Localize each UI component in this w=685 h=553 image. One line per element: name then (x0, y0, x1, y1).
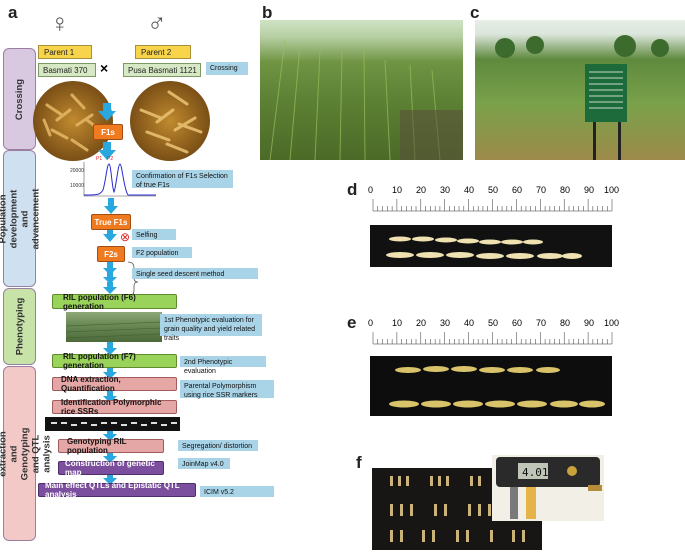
ruler-e-tick: 100 (604, 318, 620, 328)
ruler-d-tick: 30 (440, 185, 451, 195)
ruler-e-tick: 90 (584, 318, 595, 328)
dna-extraction-box: DNA extraction, Quantification (52, 375, 177, 393)
ruler-e-tick: 60 (512, 318, 523, 328)
note-confirm: Confirmation of F1s Selection of true F1… (132, 170, 233, 189)
ruler-e-tick: 80 (560, 318, 571, 328)
field-photo (66, 312, 162, 342)
panel-label-c: c (470, 3, 480, 22)
arrow-to-f1s (98, 103, 116, 121)
chromatogram-peak1: P1 (96, 156, 103, 162)
genotyping-box: Genotyping RIL population (58, 437, 164, 455)
note-ssd: Single seed descent method (132, 268, 258, 279)
parent2-name: Pusa Basmati 1121 (123, 63, 201, 77)
stage-population: Population development and advancement (0, 150, 42, 287)
field-photo-b (260, 20, 463, 160)
chromatogram-ytick-1: 20000 (70, 168, 84, 174)
ruler-e-labels: 0 10 20 30 40 50 60 70 80 90 100 (360, 318, 620, 332)
signboard (585, 64, 627, 122)
ruler-e-tick: 50 (488, 318, 499, 328)
f1s-box: F1s (93, 124, 123, 140)
caliper-photo: 4.01 (492, 455, 604, 521)
note-crossing: Crossing (206, 62, 248, 75)
qtl-box: Main effect QTLs and Epistatic QTL analy… (38, 481, 196, 499)
ruler-e-tick: 10 (392, 318, 403, 328)
ruler-d-tick: 20 (416, 185, 427, 195)
gel-image (45, 417, 180, 431)
ruler-e (370, 332, 613, 416)
panel-label-d: d (347, 180, 358, 199)
panel-label-a: a (8, 3, 18, 22)
note-pheno2: 2nd Phenotypic evaluation (180, 356, 266, 375)
parent1-box: Parent 1 (38, 45, 92, 59)
ril-f6-box: RIL population (F6) generation (52, 293, 177, 311)
field-photo-c (475, 20, 685, 160)
ruler-d-tick: 0 (368, 185, 374, 195)
stage-phenotyping: Phenotyping (3, 288, 36, 365)
chromatogram-ytick-2: 10000 (70, 183, 84, 189)
note-icim: ICIM v5.2 (200, 486, 274, 497)
male-icon: ♂ (147, 8, 167, 38)
ruler-e-tick: 40 (464, 318, 475, 328)
cross-symbol: × (100, 60, 109, 76)
chromatogram-peak2: P2 (107, 156, 114, 162)
ruler-e-tick: 20 (416, 318, 427, 328)
map-box: Construction of genetic map (58, 459, 164, 477)
ruler-e-tick: 0 (368, 318, 374, 328)
stage-dna: DNA extraction and Genotyping and QTL an… (0, 366, 53, 541)
parent1-grains (33, 81, 113, 161)
ruler-d (370, 199, 613, 267)
panel-label-b: b (262, 3, 273, 22)
ruler-d-labels: 0 10 20 30 40 50 60 70 80 90 100 (360, 185, 620, 199)
note-pheno1: 1st Phenotypic evaluation for grain qual… (160, 314, 262, 342)
note-joinmap: JoinMap v4.0 (178, 458, 230, 469)
ruler-d-tick: 70 (536, 185, 547, 195)
parent2-grains (130, 81, 210, 161)
chromatogram (83, 162, 156, 197)
true-f1s-box: True F1s (91, 214, 131, 230)
note-segregation: Segregation/ distortion (178, 440, 258, 451)
parent2-box: Parent 2 (135, 45, 191, 59)
reject-icon: ⊗ (120, 230, 131, 244)
note-polymorphism: Parental Polymorphism using rice SSR mar… (180, 380, 274, 399)
ruler-e-tick: 70 (536, 318, 547, 328)
female-icon: ♀ (50, 8, 70, 38)
ruler-d-tick: 50 (488, 185, 499, 195)
panel-label-e: e (347, 313, 357, 332)
ruler-d-tick: 80 (560, 185, 571, 195)
svg-text:4.01: 4.01 (522, 466, 549, 479)
stage-crossing: Crossing (3, 48, 36, 150)
ssr-box: Identification Polymorphic rice SSRs (52, 398, 177, 416)
ruler-d-tick: 40 (464, 185, 475, 195)
note-f2pop: F2 population (132, 247, 192, 258)
note-selfing: Selfing (132, 229, 176, 240)
ruler-d-tick: 10 (392, 185, 403, 195)
panel-label-f: f (356, 453, 362, 472)
parent1-name: Basmati 370 (38, 63, 96, 77)
ruler-e-tick: 30 (440, 318, 451, 328)
ruler-d-tick: 100 (604, 185, 620, 195)
ruler-d-tick: 60 (512, 185, 523, 195)
f2s-box: F2s (97, 246, 125, 262)
flow-arrows (98, 103, 139, 485)
ril-f7-box: RIL population (F7) generation (52, 352, 177, 370)
ruler-d-tick: 90 (584, 185, 595, 195)
